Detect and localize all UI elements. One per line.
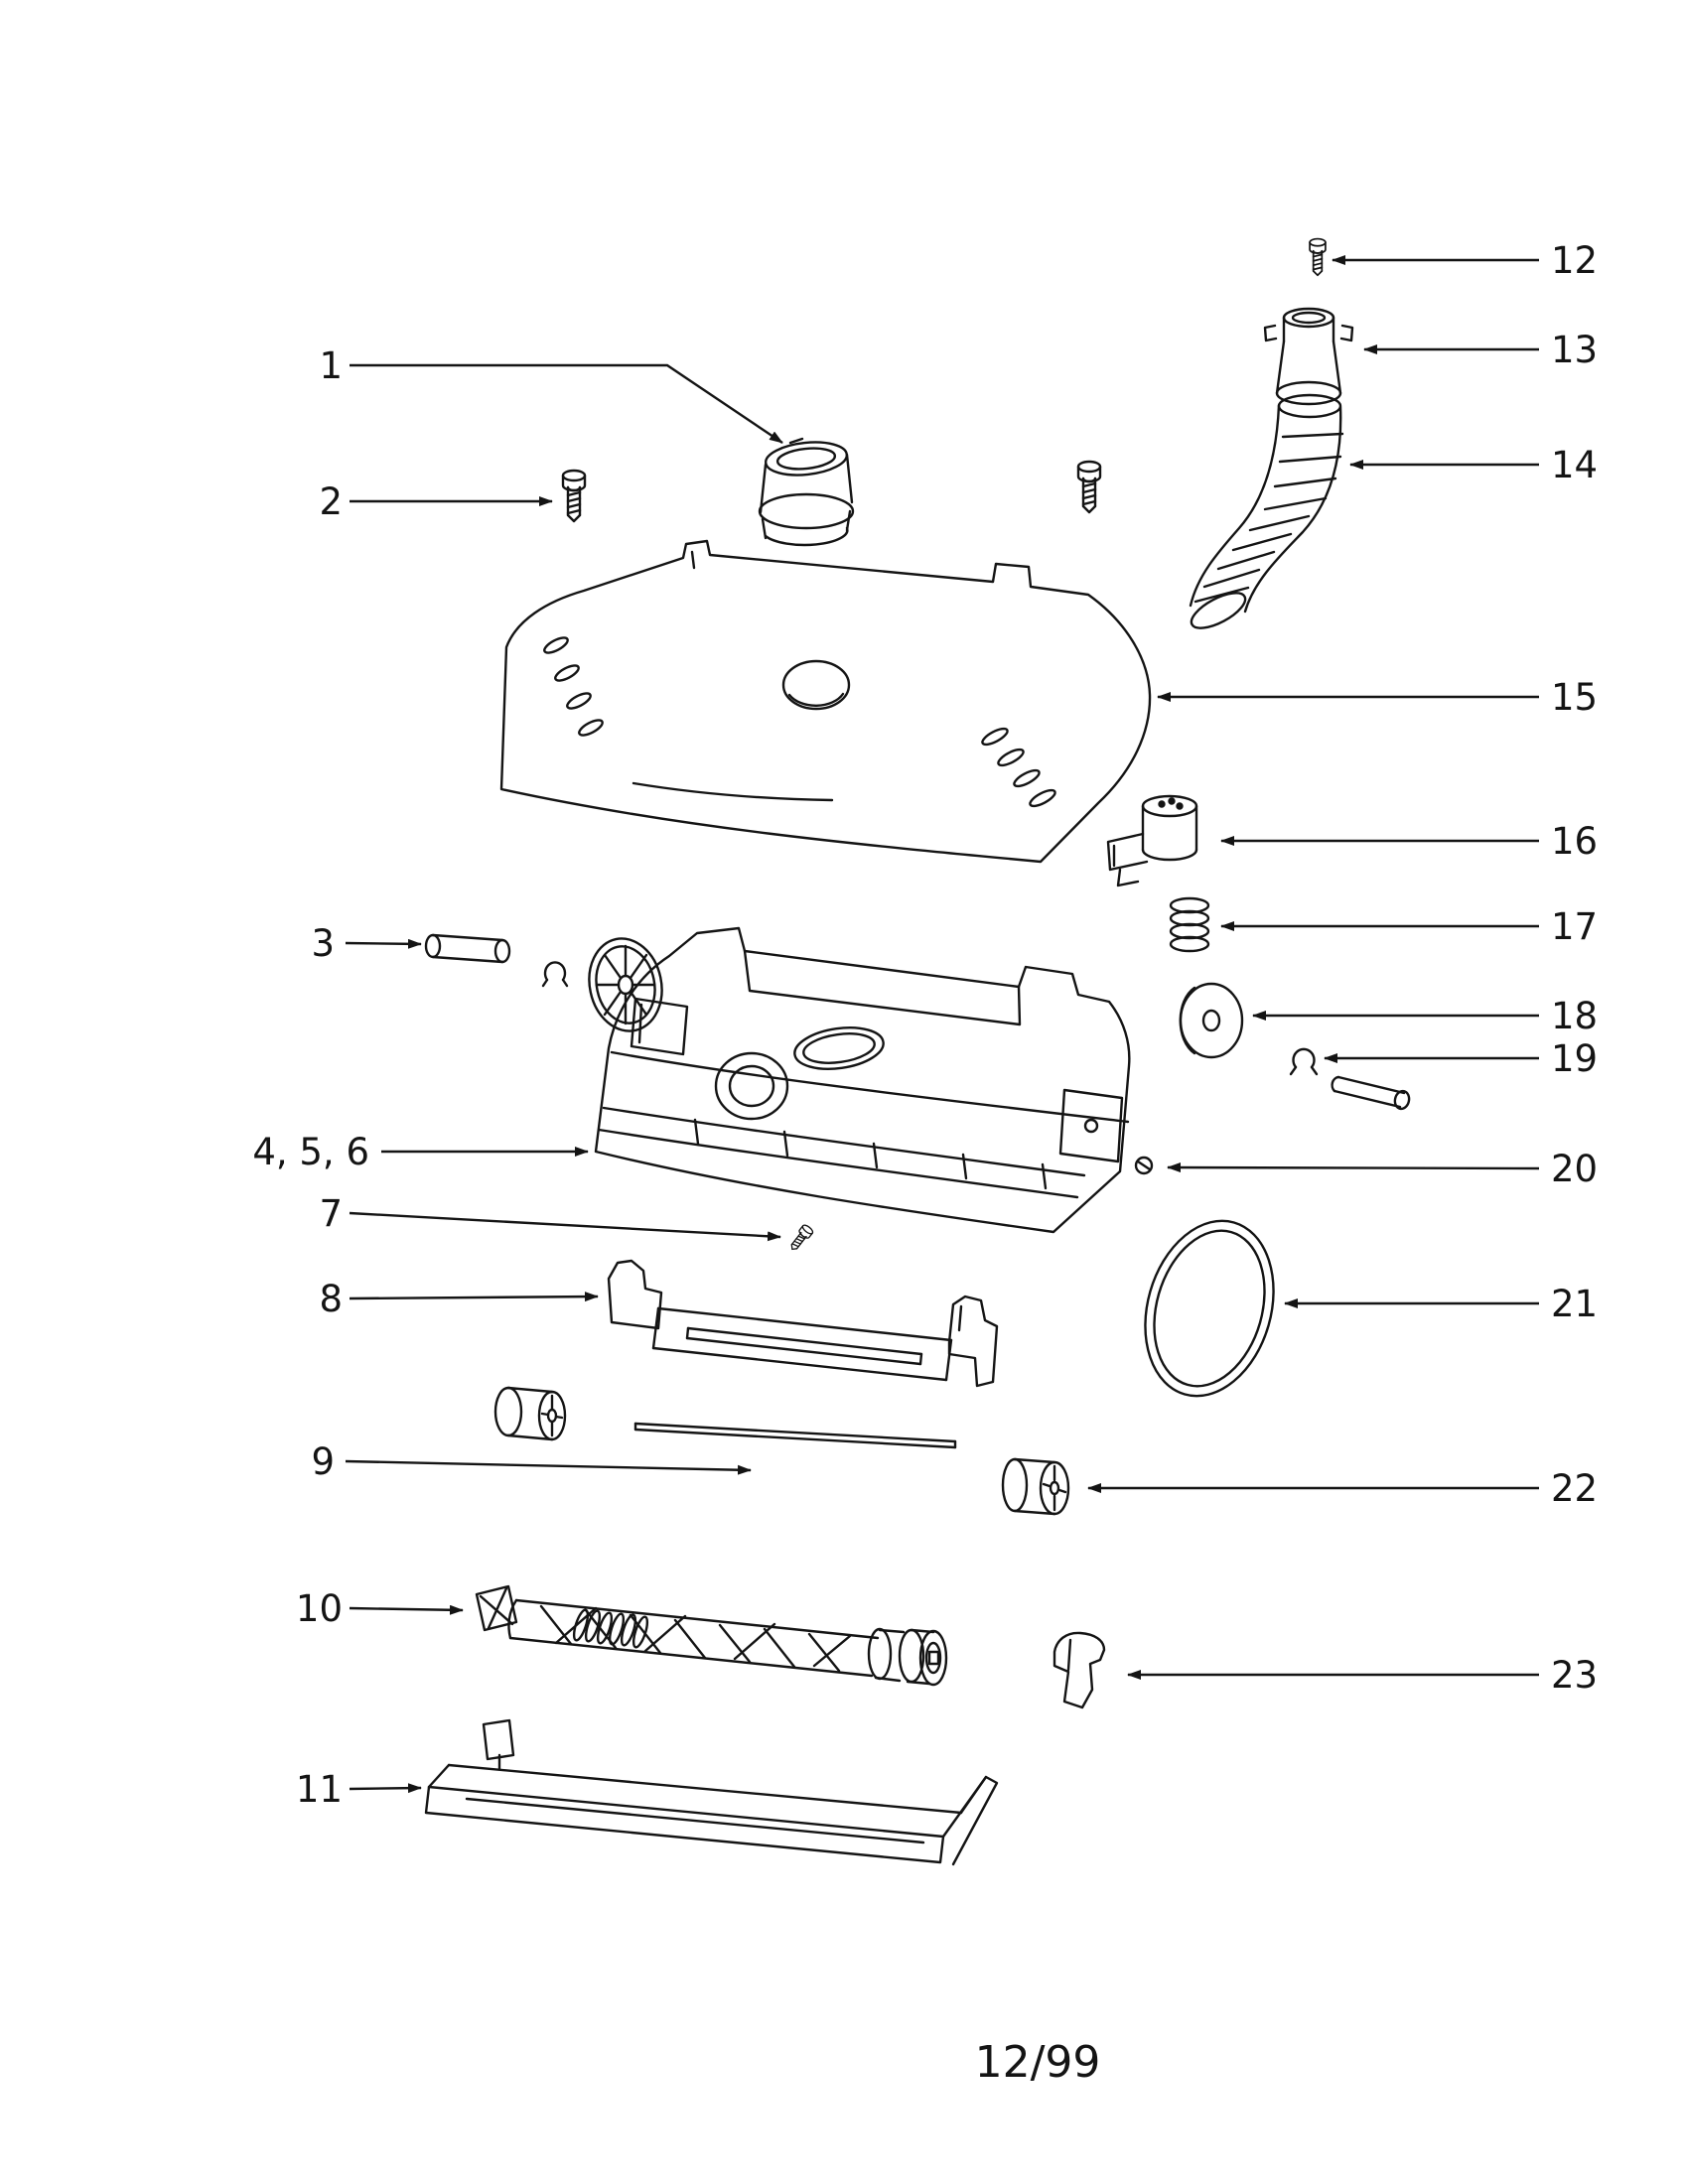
- part-17-spring: [1169, 896, 1210, 953]
- callout-labels: 1 2 3 4, 5, 6 7 8 9 10 11 12 13 14 15 16…: [252, 239, 1598, 1811]
- leader-1: [350, 363, 783, 444]
- part-12-screw: [1309, 237, 1327, 277]
- leader-3: [345, 938, 422, 949]
- callout-label-9: 9: [311, 1440, 335, 1483]
- callout-label-456: 4, 5, 6: [252, 1131, 369, 1173]
- part-wheel-left-spoked: [588, 937, 663, 1032]
- callout-label-17: 17: [1551, 905, 1598, 948]
- part-2-screw: [561, 469, 587, 523]
- callout-label-1: 1: [319, 344, 343, 387]
- part-16-valve: [1106, 794, 1198, 887]
- part-9-roller-and-rod: [493, 1386, 957, 1449]
- part-7-screw: [786, 1222, 815, 1254]
- callout-label-21: 21: [1551, 1283, 1598, 1325]
- callout-label-8: 8: [319, 1278, 343, 1320]
- callout-label-7: 7: [319, 1192, 343, 1235]
- leader-20: [1167, 1162, 1540, 1173]
- callout-label-23: 23: [1551, 1654, 1598, 1697]
- part-11-bottom-frame: [424, 1718, 999, 1866]
- part-2b-screw: [1076, 460, 1102, 514]
- part-19-axle-pin: [1331, 1075, 1411, 1111]
- callout-label-10: 10: [296, 1587, 343, 1630]
- callout-label-12: 12: [1551, 239, 1598, 282]
- part-21-belt: [1144, 1219, 1275, 1398]
- part-14-hose: [1189, 393, 1344, 629]
- callout-label-3: 3: [311, 922, 335, 965]
- part-19-eclip: [1289, 1047, 1319, 1076]
- callout-label-15: 15: [1551, 676, 1598, 719]
- leader-8: [349, 1292, 599, 1302]
- callout-label-18: 18: [1551, 995, 1598, 1037]
- part-456-base-housing: [594, 926, 1131, 1234]
- callout-label-13: 13: [1551, 329, 1598, 371]
- part-8-sole-plate: [607, 1259, 999, 1388]
- callout-label-11: 11: [296, 1768, 343, 1811]
- callout-label-16: 16: [1551, 820, 1598, 863]
- leader-7: [349, 1211, 781, 1242]
- part-20-screw: [1134, 1156, 1154, 1175]
- part-3-axle-pin: [424, 933, 511, 964]
- leader-11: [349, 1783, 422, 1794]
- part-22-roller: [1001, 1457, 1070, 1516]
- leader-10: [349, 1604, 464, 1615]
- callout-label-22: 22: [1551, 1467, 1598, 1510]
- callout-label-20: 20: [1551, 1148, 1598, 1190]
- part-10-brush-roller: [475, 1584, 948, 1687]
- callout-label-14: 14: [1551, 444, 1598, 486]
- part-eclip-left: [541, 961, 569, 988]
- part-1-hose-connector: [758, 437, 855, 547]
- footer-date: 12/99: [975, 2037, 1101, 2088]
- part-13-hose-cuff: [1263, 307, 1354, 406]
- callout-label-19: 19: [1551, 1037, 1598, 1080]
- leader-9: [345, 1459, 752, 1475]
- part-23-bracket: [1052, 1631, 1106, 1709]
- part-18-wheel: [1179, 982, 1244, 1059]
- callout-label-2: 2: [319, 480, 343, 523]
- part-15-hood-cover: [499, 539, 1152, 864]
